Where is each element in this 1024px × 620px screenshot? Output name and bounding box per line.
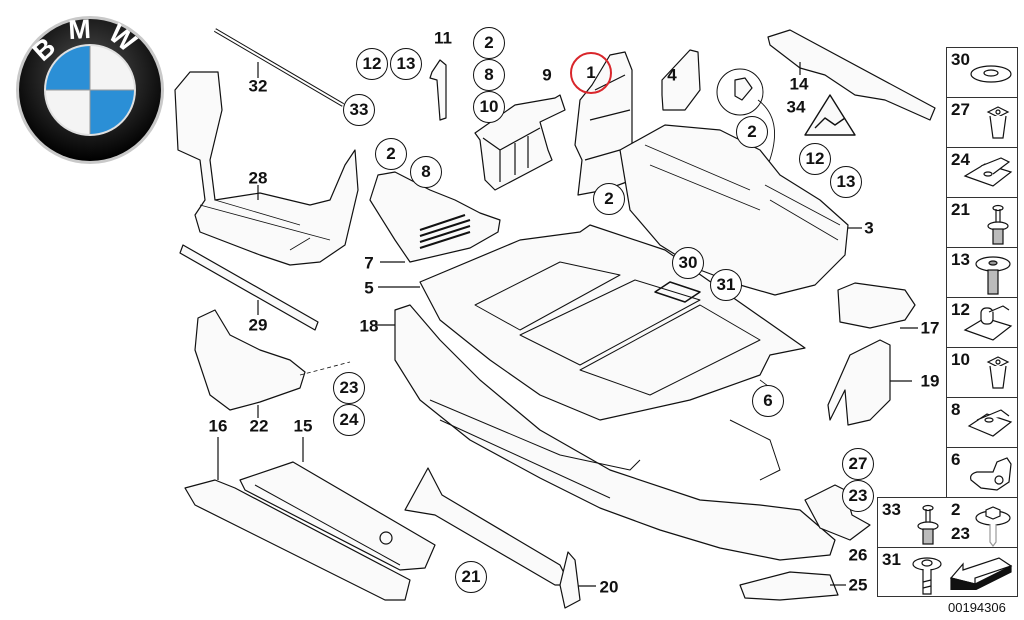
bmw-logo: BMW bbox=[16, 14, 164, 164]
callout-23: 23 bbox=[333, 372, 365, 404]
spring-nut-icon bbox=[967, 409, 1013, 437]
part-21-cross-member bbox=[404, 467, 571, 586]
label-19: 19 bbox=[920, 371, 940, 391]
callout-21: 21 bbox=[455, 561, 487, 593]
label-22: 22 bbox=[249, 416, 269, 436]
callout-30: 30 bbox=[672, 247, 704, 279]
callout-2: 2 bbox=[736, 116, 768, 148]
label-32: 32 bbox=[248, 76, 268, 96]
part-16-strip bbox=[184, 479, 411, 601]
label-34: 34 bbox=[786, 97, 806, 117]
part-25-clip-strip bbox=[739, 571, 839, 601]
direction-arrow-icon bbox=[949, 557, 1013, 590]
label-29: 29 bbox=[248, 315, 268, 335]
label-5: 5 bbox=[364, 278, 374, 298]
part-5-underbody-panel bbox=[419, 224, 806, 421]
expanding-rivet-icon bbox=[987, 204, 1009, 245]
legend-item-33: 33 bbox=[878, 498, 947, 548]
part-7-panel bbox=[369, 171, 501, 263]
callout-1-highlighted: 1 bbox=[570, 52, 612, 94]
clip-nut-icon bbox=[963, 305, 1013, 341]
label-26: 26 bbox=[848, 545, 868, 565]
callout-2: 2 bbox=[375, 138, 407, 170]
callout-24: 24 bbox=[333, 404, 365, 436]
label-16: 16 bbox=[208, 416, 228, 436]
plastic-screw-icon bbox=[912, 557, 942, 595]
legend-item-30: 30 bbox=[947, 48, 1017, 98]
part-2-clip-detail bbox=[734, 77, 753, 101]
label-11: 11 bbox=[434, 28, 452, 48]
legend-item-24: 24 bbox=[947, 148, 1017, 198]
callout-10: 10 bbox=[473, 91, 505, 123]
legend-item-10: 10 bbox=[947, 348, 1017, 398]
catalog-number: 00194306 bbox=[948, 600, 1006, 615]
label-15: 15 bbox=[293, 416, 313, 436]
part-22-air-guide bbox=[194, 309, 306, 411]
part-28-air-duct bbox=[174, 71, 359, 266]
part-18-lower-panel bbox=[394, 304, 836, 561]
part-17-bracket bbox=[837, 282, 916, 329]
expanding-rivet-icon bbox=[917, 504, 939, 545]
callout-2: 2 bbox=[473, 27, 505, 59]
callout-12: 12 bbox=[799, 143, 831, 175]
label-14: 14 bbox=[789, 74, 809, 94]
callout-13: 13 bbox=[830, 166, 862, 198]
washer-icon bbox=[970, 65, 1012, 83]
part-20-bracket bbox=[559, 551, 581, 609]
callout-13: 13 bbox=[390, 48, 422, 80]
clamp-icon bbox=[970, 457, 1012, 491]
callout-27: 27 bbox=[842, 448, 874, 480]
part-19-bracket bbox=[827, 339, 891, 426]
spring-nut-icon bbox=[963, 157, 1013, 187]
part-34-warning-label bbox=[804, 94, 856, 136]
callout-8: 8 bbox=[410, 156, 442, 188]
label-4: 4 bbox=[667, 65, 677, 85]
part-26-air-guide bbox=[804, 484, 871, 541]
hex-bolt-washer-icon bbox=[975, 506, 1011, 547]
label-25: 25 bbox=[848, 575, 868, 595]
expanding-nut-icon bbox=[986, 356, 1010, 389]
legend-item-2-23: 2 23 bbox=[947, 498, 1017, 548]
fastener-legend: 30 27 24 21 13 12 10 8 bbox=[946, 47, 1018, 597]
legend-item-8: 8 bbox=[947, 398, 1017, 448]
fillister-screw-icon bbox=[975, 256, 1011, 295]
label-7: 7 bbox=[364, 253, 374, 273]
label-9: 9 bbox=[542, 65, 552, 85]
label-17: 17 bbox=[920, 318, 940, 338]
part-29-strip bbox=[179, 244, 319, 331]
callout-8: 8 bbox=[473, 59, 505, 91]
callout-33: 33 bbox=[343, 94, 375, 126]
legend-item-6: 6 bbox=[947, 448, 1017, 498]
callout-12: 12 bbox=[356, 48, 388, 80]
callout-23: 23 bbox=[842, 480, 874, 512]
legend-item-27: 27 bbox=[947, 98, 1017, 148]
callout-6: 6 bbox=[752, 385, 784, 417]
label-20: 20 bbox=[599, 577, 619, 597]
legend-item-21: 21 bbox=[947, 198, 1017, 248]
label-28: 28 bbox=[248, 168, 268, 188]
callout-31: 31 bbox=[710, 269, 742, 301]
legend-item-12: 12 bbox=[947, 298, 1017, 348]
part-14-strip bbox=[767, 29, 936, 121]
label-3: 3 bbox=[864, 218, 874, 238]
part-4-cover bbox=[661, 49, 701, 111]
legend-item-13: 13 bbox=[947, 248, 1017, 298]
callout-2: 2 bbox=[593, 183, 625, 215]
expanding-nut-icon bbox=[986, 106, 1010, 139]
label-18: 18 bbox=[359, 316, 379, 336]
legend-item-arrow bbox=[947, 548, 1017, 596]
legend-item-31: 31 bbox=[878, 548, 947, 596]
fastener-legend-extra: 33 31 bbox=[877, 497, 947, 597]
part-11-bracket bbox=[429, 59, 447, 121]
